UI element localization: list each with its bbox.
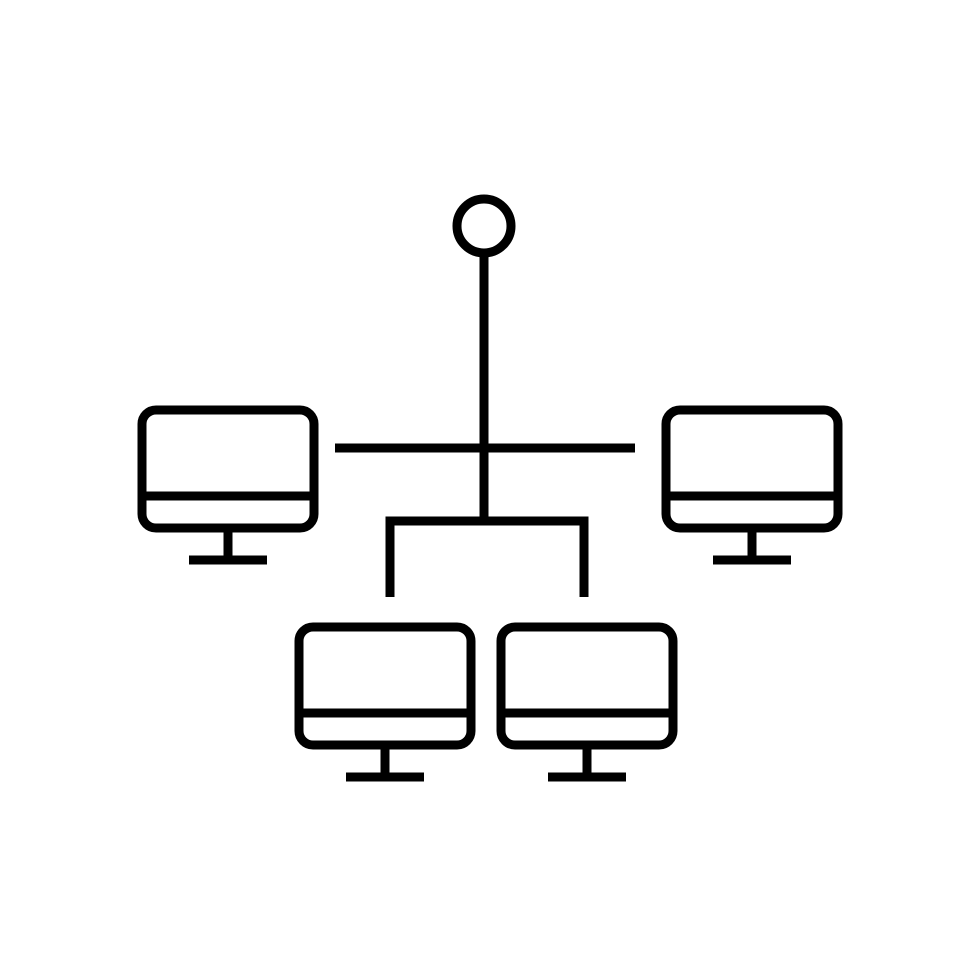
hub-node-icon	[452, 194, 516, 258]
computer-left-icon	[137, 405, 319, 565]
network-connections	[335, 253, 635, 597]
computer-right-icon	[661, 405, 843, 565]
computer-bottom-left-icon	[294, 622, 476, 782]
computer-bottom-right-icon	[496, 622, 678, 782]
lower-branch-line	[385, 516, 589, 597]
